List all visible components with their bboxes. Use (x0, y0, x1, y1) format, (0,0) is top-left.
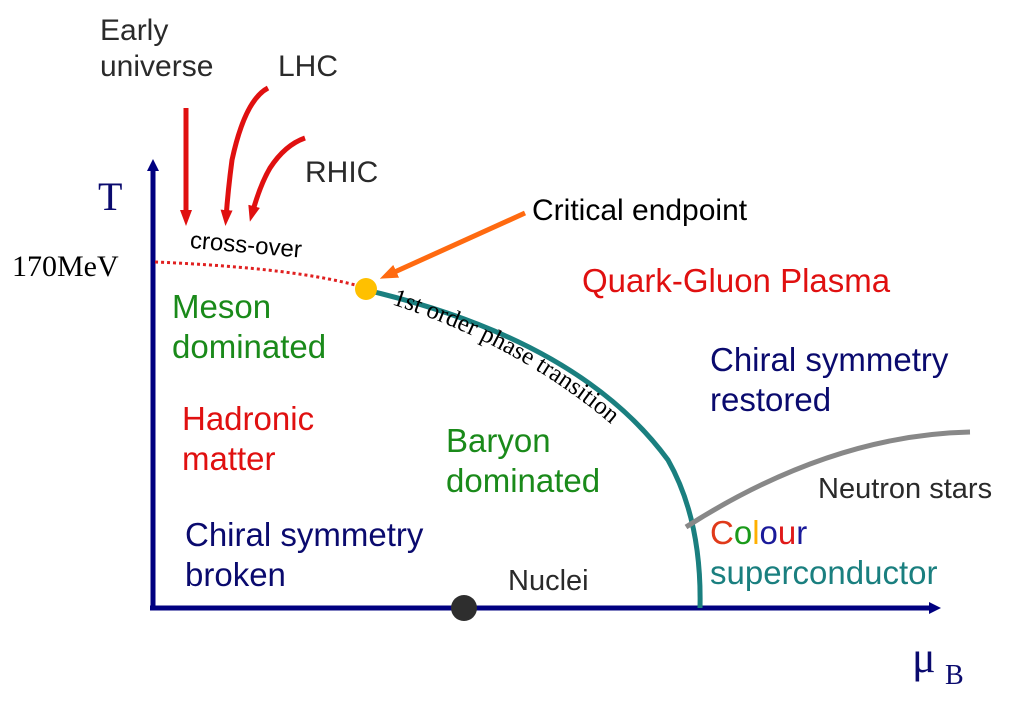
lhc-arrow (220, 85, 270, 226)
meson-dominated-label-line1: Meson (172, 288, 271, 325)
crossover-line (154, 260, 367, 290)
critical-endpoint-marker (355, 278, 377, 300)
chiral-restored-label-line1: Chiral symmetry (710, 341, 949, 378)
chiral-broken-label-line1: Chiral symmetry (185, 516, 424, 553)
early-universe-label-line2: universe (100, 50, 213, 83)
colour-label: Colour (710, 514, 807, 551)
baryon-dominated-label-line1: Baryon (446, 422, 551, 459)
nuclei-marker (451, 595, 477, 621)
critical-endpoint-arrow (379, 210, 527, 279)
chiral-restored-label-line2: restored (710, 381, 831, 418)
first-order-transition-label: 1st order phase transition (390, 284, 625, 429)
nuclei-label: Nuclei (508, 565, 589, 597)
colour-letter-u: u (778, 514, 796, 551)
lhc-label: LHC (278, 50, 338, 83)
neutron-stars-curve (684, 429, 971, 530)
hadronic-matter-label-line2: matter (182, 440, 276, 477)
first-order-transition-text: 1st order phase transition (390, 284, 625, 429)
superconductor-label: superconductor (710, 554, 937, 591)
quark-gluon-plasma-label: Quark-Gluon Plasma (582, 262, 891, 299)
chemical-potential-axis-label: μ (912, 633, 936, 682)
early-universe-label-line1: Early (100, 14, 168, 47)
colour-letter-l: l (752, 514, 759, 551)
first-order-transition-curve (365, 287, 703, 609)
chemical-potential-axis-subscript: B (945, 660, 964, 691)
baryon-dominated-label-line2: dominated (446, 462, 600, 499)
colour-letter-o1: o (734, 514, 752, 551)
critical-endpoint-label: Critical endpoint (532, 194, 748, 227)
colour-letter-c: C (710, 514, 734, 551)
temperature-tick-label: 170MeV (12, 250, 119, 283)
meson-dominated-label-line2: dominated (172, 328, 326, 365)
rhic-label: RHIC (305, 156, 378, 189)
colour-letter-o2: o (760, 514, 778, 551)
crossover-label: cross-over (189, 227, 303, 264)
colour-letter-r: r (796, 514, 807, 551)
hadronic-matter-label-line1: Hadronic (182, 400, 314, 437)
temperature-axis-label: T (98, 174, 122, 219)
rhic-arrow (248, 135, 306, 222)
chiral-broken-label-line2: broken (185, 556, 286, 593)
neutron-stars-label: Neutron stars (818, 473, 992, 505)
